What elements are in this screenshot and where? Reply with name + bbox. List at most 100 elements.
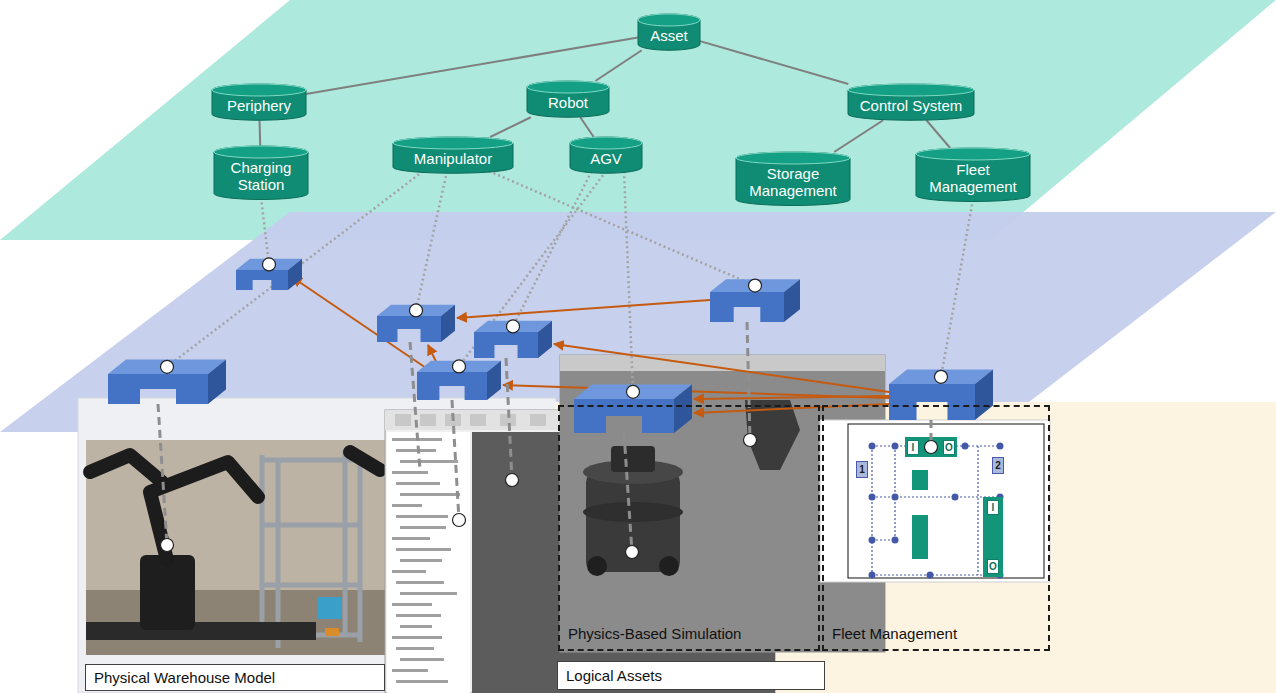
caption-box: Logical Assets: [557, 661, 825, 690]
block-top: [889, 370, 993, 384]
shell-block: [889, 370, 993, 420]
cylinder-top: [916, 148, 1030, 160]
database-cylinder: Manipulator: [393, 137, 513, 173]
node-label: Periphery: [212, 84, 306, 120]
agv-wheel: [659, 556, 679, 576]
anchor-dot: [626, 546, 639, 559]
cylinder-top: [736, 152, 850, 164]
binding-line: [158, 404, 167, 545]
shell-block: [710, 279, 800, 322]
panel-row: [392, 669, 428, 672]
route-node: [869, 443, 876, 450]
dashed-region: Fleet Management: [822, 405, 1050, 651]
panel-row: [400, 625, 432, 628]
block-side: [674, 385, 692, 433]
mapping-line: [513, 171, 592, 326]
cylinder-top: [214, 146, 308, 158]
database-cylinder: AGV: [570, 137, 642, 173]
route-line: [894, 446, 895, 540]
rack-bar: [276, 462, 281, 648]
panel-row: [392, 636, 442, 639]
panel-row: [392, 537, 430, 540]
mapping-line: [941, 200, 973, 377]
hierarchy-line: [834, 120, 883, 152]
route-line: [977, 446, 978, 575]
panel-row: [396, 647, 434, 650]
cylinder-body: [212, 84, 306, 120]
route-line: [872, 496, 1000, 497]
shell-block: [417, 361, 501, 400]
database-cylinder: Asset: [638, 14, 700, 50]
panel-row: [396, 680, 448, 683]
node-label: Manipulator: [393, 137, 513, 173]
block-front: [889, 384, 975, 420]
cylinder-top: [570, 137, 642, 149]
route-node: [869, 572, 876, 579]
block-side: [784, 279, 800, 322]
panel-row: [396, 515, 448, 518]
database-cylinder: Charging Station: [214, 146, 308, 200]
anchor-dot: [161, 539, 174, 552]
node-label: Logical Assets: [558, 667, 670, 685]
station-symbol: [912, 470, 928, 490]
cylinder-body: [527, 81, 609, 117]
hierarchy-line: [580, 117, 593, 137]
panel-row: [396, 548, 451, 551]
panel-row: [400, 526, 446, 529]
mapping-line: [489, 171, 755, 285]
route-node: [927, 572, 934, 579]
station-symbol: [983, 497, 1003, 577]
block-front: [474, 332, 538, 358]
node-label: AGV: [570, 137, 642, 173]
node-label: Physics-Based Simulation: [568, 625, 818, 643]
route-node: [892, 443, 899, 450]
block-side: [441, 305, 455, 342]
database-cylinder: Control System: [848, 84, 974, 120]
anchor-dot: [263, 258, 276, 271]
panel-row: [400, 460, 458, 463]
rail-track: [86, 622, 316, 640]
hierarchy-line: [306, 37, 638, 94]
hierarchy-line: [490, 117, 531, 137]
agv-sensor: [611, 446, 655, 472]
toolbar-icon: [470, 414, 486, 426]
node-label: Physical Warehouse Model: [86, 669, 283, 687]
toolbar-icon: [530, 414, 546, 426]
anchor-dot: [925, 441, 938, 454]
route-node: [892, 494, 899, 501]
fleet-window: [820, 420, 1050, 582]
cylinder-top: [527, 81, 609, 93]
shell-block: [474, 321, 552, 358]
database-cylinder: Storage Management: [736, 152, 850, 206]
route-node: [962, 443, 969, 450]
anchor-dot: [744, 434, 757, 447]
node-label: Asset: [638, 14, 700, 50]
panel-row: [392, 603, 432, 606]
node-label: Storage Management: [736, 152, 850, 206]
database-cylinder: Periphery: [212, 84, 306, 120]
dependency-arrow: [457, 300, 710, 318]
binding-line: [452, 400, 459, 520]
anchor-dot: [410, 304, 423, 317]
shell-block: [574, 385, 692, 433]
robot-arm: [90, 455, 162, 482]
hierarchy-line: [259, 120, 262, 146]
panel-row: [396, 614, 441, 617]
cylinder-body: [916, 148, 1030, 202]
rack-bar: [262, 583, 360, 588]
anchor-dot: [453, 514, 466, 527]
shell-block: [377, 305, 455, 342]
anchor-dot: [749, 279, 762, 292]
panel-row: [400, 658, 444, 661]
route-line: [871, 446, 872, 575]
callout-number: 1: [856, 461, 868, 478]
asset-plane: [0, 0, 1276, 240]
port-label: I: [987, 500, 999, 515]
shell-block: [236, 259, 302, 290]
shell-block: [108, 360, 226, 404]
hierarchy-line: [700, 41, 848, 84]
database-cylinder: Robot: [527, 81, 609, 117]
shell-plane: [0, 212, 1276, 432]
